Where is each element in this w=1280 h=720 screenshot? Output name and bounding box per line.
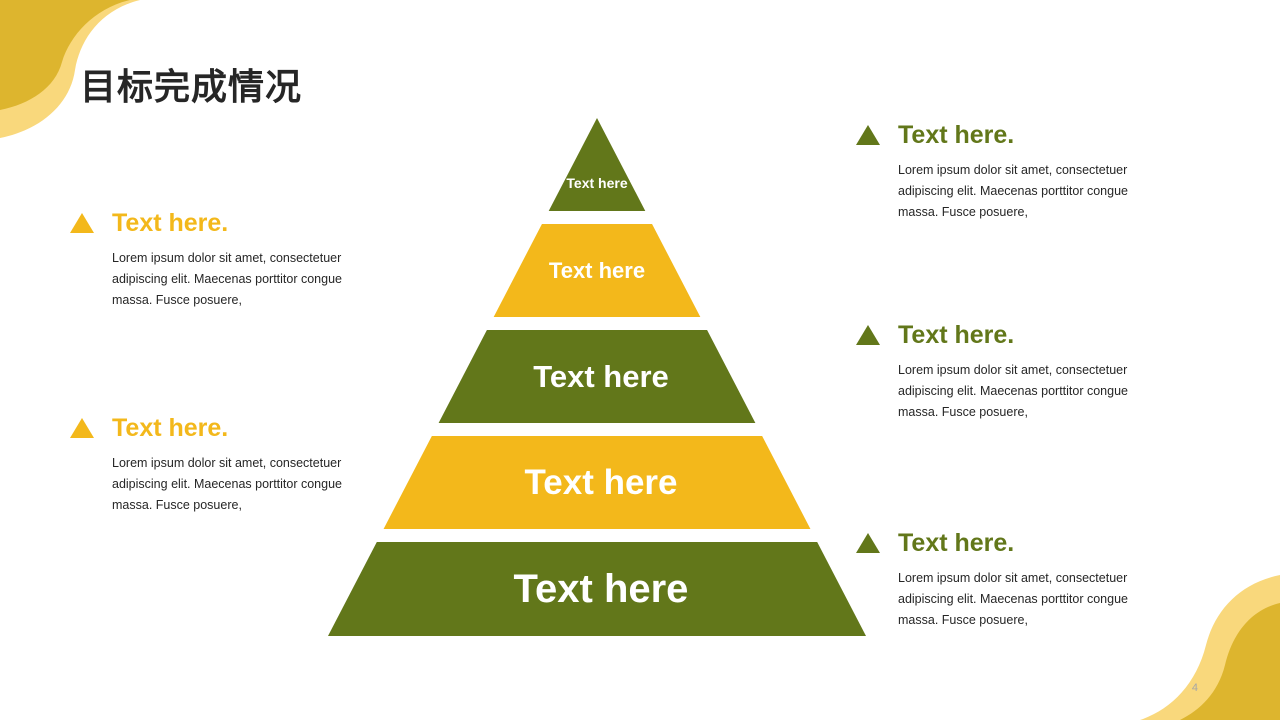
pyramid-tier-label-1: Text here [566, 175, 627, 191]
text-block-header: Text here. [856, 320, 1116, 350]
page-number: 4 [1191, 682, 1198, 694]
pyramid-tier-label-2: Text here [549, 258, 645, 283]
text-block-header: Text here. [856, 528, 1116, 558]
pyramid-tier-label-4: Text here [524, 463, 677, 502]
pyramid-tier-4 [383, 436, 811, 529]
pyramid-tier-2 [493, 224, 701, 317]
text-block-body: Lorem ipsum dolor sit amet, consectetuer… [898, 571, 1128, 627]
text-block-header: Text here. [856, 120, 1116, 150]
triangle-bullet-icon [856, 125, 880, 145]
text-block-title: Text here. [898, 528, 1015, 557]
text-block-title: Text here. [112, 413, 229, 442]
triangle-bullet-icon [856, 325, 880, 345]
corner-wave-decoration-top-left [0, 0, 140, 138]
text-block-body: Lorem ipsum dolor sit amet, consectetuer… [898, 163, 1128, 219]
pyramid-tier-label-5: Text here [514, 567, 689, 611]
corner-wave-decoration-bottom-right [1140, 575, 1280, 720]
text-block-body: Lorem ipsum dolor sit amet, consectetuer… [112, 251, 342, 307]
text-block: Text here. Lorem ipsum dolor sit amet, co… [70, 413, 342, 516]
corner-wave-dark [1180, 603, 1280, 720]
text-block-body: Lorem ipsum dolor sit amet, consectetuer… [898, 363, 1128, 419]
triangle-bullet-icon [70, 418, 94, 438]
text-block-title: Text here. [112, 208, 229, 237]
text-block-title: Text here. [898, 120, 1015, 149]
pyramid-tier-label-3: Text here [533, 359, 669, 394]
text-block-title: Text here. [898, 320, 1015, 349]
text-block-header: Text here. [70, 413, 330, 443]
text-block-header: Text here. [70, 208, 330, 238]
text-block: Text here. Lorem ipsum dolor sit amet, co… [856, 120, 1128, 223]
pyramid-tier-3 [438, 330, 756, 423]
page-title: 目标完成情况 [80, 67, 303, 108]
text-block-body: Lorem ipsum dolor sit amet, consectetuer… [112, 456, 342, 512]
pyramid-tier-5 [328, 542, 866, 636]
corner-wave-dark [0, 0, 130, 110]
text-block: Text here. Lorem ipsum dolor sit amet, co… [856, 320, 1128, 423]
text-block: Text here. Lorem ipsum dolor sit amet, co… [70, 208, 342, 311]
triangle-bullet-icon [856, 533, 880, 553]
text-block: Text here. Lorem ipsum dolor sit amet, co… [856, 528, 1128, 631]
pyramid-tier-1 [548, 118, 646, 211]
triangle-bullet-icon [70, 213, 94, 233]
